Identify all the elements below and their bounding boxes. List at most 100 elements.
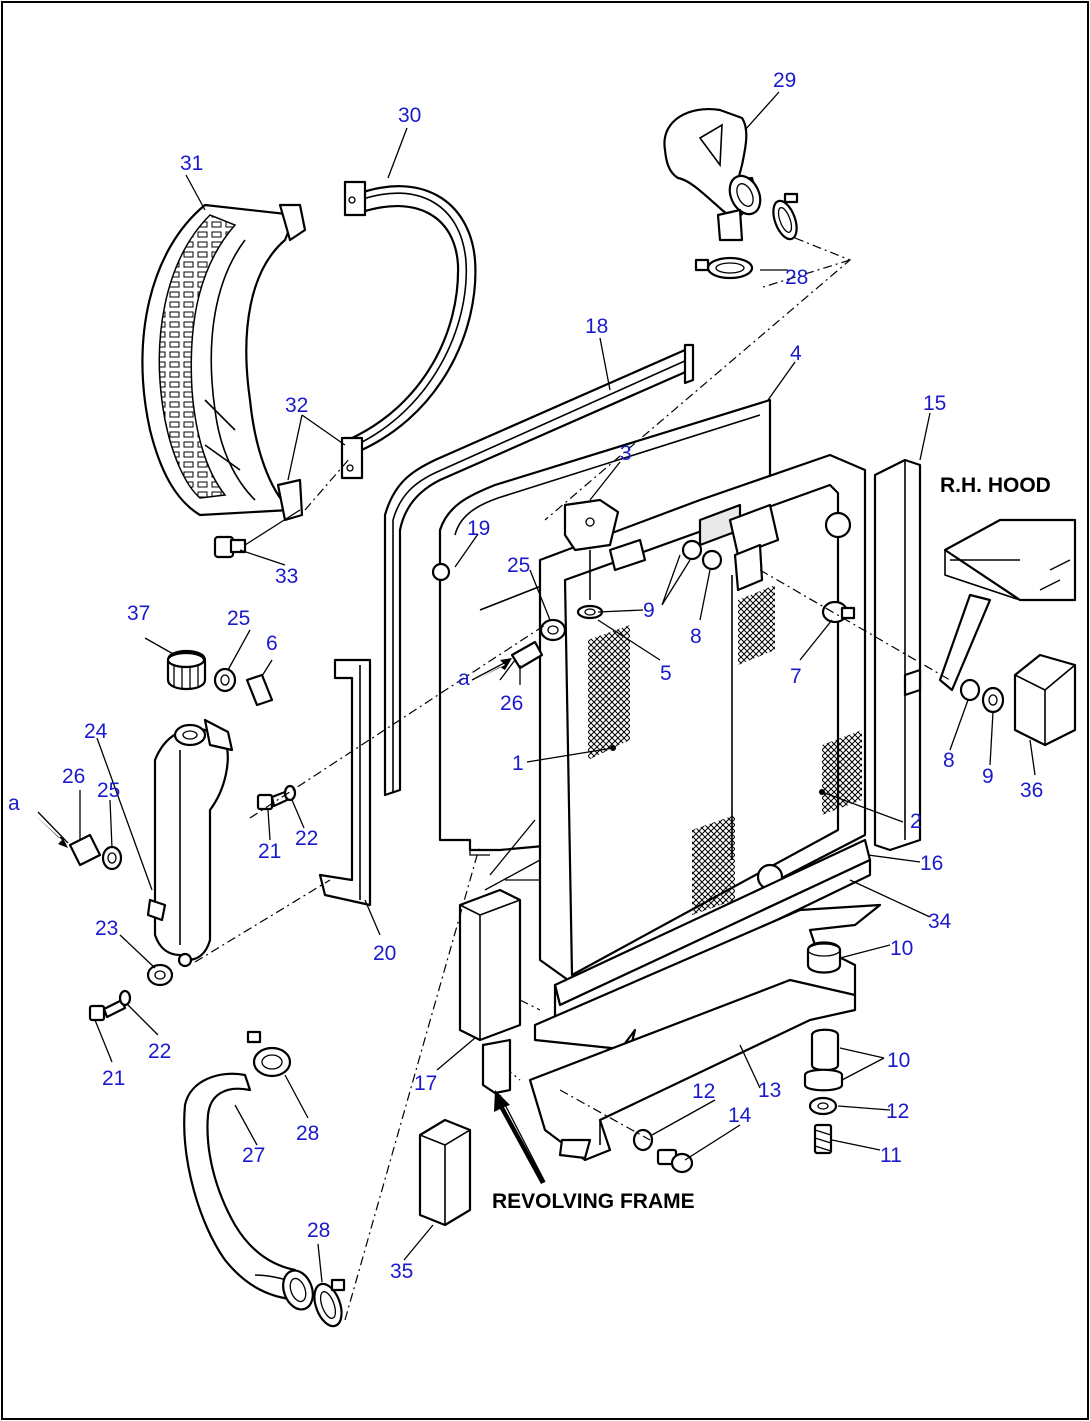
- callout-2: 2: [910, 810, 922, 833]
- callout-16: 16: [920, 852, 943, 875]
- callout-28-middle: 28: [296, 1122, 319, 1145]
- cushion-10-lower: [803, 1028, 844, 1092]
- cushion-9-top: [681, 539, 703, 561]
- hose-clamp-28-middle: [246, 1030, 292, 1078]
- foam-block-17: [458, 888, 522, 1042]
- washer-8-right: [959, 678, 981, 702]
- washer-22-upper: [283, 784, 297, 802]
- callout-5: 5: [660, 662, 672, 685]
- bolt-14: [656, 1148, 694, 1174]
- callout-26-left: 26: [62, 765, 85, 788]
- upper-hose-29: [663, 107, 762, 242]
- callout-8-right: 8: [943, 749, 955, 772]
- callout-21-upper: 21: [258, 840, 281, 863]
- callout-3: 3: [620, 442, 632, 465]
- seal-block-36: [1013, 653, 1077, 747]
- callout-25-tank: 25: [227, 607, 250, 630]
- callout-4: 4: [790, 342, 802, 365]
- callout-a-radiator: a: [458, 667, 470, 690]
- assembly-lines: [194, 237, 951, 1321]
- rh-hood-bracket: [938, 518, 1077, 692]
- callout-17: 17: [414, 1072, 437, 1095]
- callout-15: 15: [923, 392, 946, 415]
- bolt-19: [431, 562, 451, 582]
- callout-12-right: 12: [886, 1100, 909, 1123]
- callout-35: 35: [390, 1260, 413, 1283]
- callout-28-top: 28: [785, 266, 808, 289]
- plug-25-top: [539, 618, 567, 642]
- lower-hose-27: [183, 1072, 314, 1311]
- callout-7: 7: [790, 665, 802, 688]
- callout-12-left: 12: [692, 1080, 715, 1103]
- callout-9-top: 9: [643, 599, 655, 622]
- hose-6: [245, 673, 274, 707]
- cushion-9-right: [981, 686, 1005, 714]
- cushion-10-top: [806, 941, 842, 974]
- callout-33: 33: [275, 565, 298, 588]
- arrow-revolving-frame: [494, 1090, 545, 1184]
- callout-11: 11: [880, 1144, 902, 1167]
- callout-21-lower: 21: [102, 1067, 125, 1090]
- callout-23: 23: [95, 917, 118, 940]
- callout-10-lower: 10: [887, 1049, 910, 1072]
- callout-36: 36: [1020, 779, 1043, 802]
- vertical-seal-15: [873, 458, 922, 852]
- radiator-frame-2: [538, 453, 867, 987]
- clamp-25-tank-top: [213, 667, 237, 693]
- foam-block-35: [418, 1118, 472, 1227]
- callout-labels: 1 2 3 4 5 6 7 8 8 9 9 10 10 11 12 12 13 …: [8, 69, 1043, 1283]
- callout-20: 20: [373, 942, 396, 965]
- callout-28-bottom: 28: [307, 1219, 330, 1242]
- callout-32: 32: [285, 394, 308, 417]
- revolving-frame-caption: REVOLVING FRAME: [492, 1190, 695, 1213]
- callout-37: 37: [127, 602, 150, 625]
- washer-12-left: [632, 1128, 654, 1152]
- mount-bracket-13: [528, 978, 857, 1162]
- callout-6: 6: [266, 632, 278, 655]
- washer-22-lower: [118, 989, 132, 1007]
- washer-8-top: [701, 549, 723, 571]
- callout-22-upper: 22: [295, 827, 318, 850]
- callout-13: 13: [758, 1079, 781, 1102]
- callout-25-radiator: 25: [507, 554, 530, 577]
- leader-lines: [37, 91, 1036, 1283]
- callout-8-top: 8: [690, 625, 702, 648]
- callout-14: 14: [728, 1104, 752, 1127]
- clip-23: [146, 963, 174, 987]
- arrow-a-left: [35, 815, 68, 848]
- hose-clamp-28-bottom: [313, 1278, 346, 1328]
- callout-29: 29: [773, 69, 796, 92]
- reservoir-tank-24: [146, 718, 234, 968]
- callout-9-right: 9: [982, 765, 994, 788]
- callout-25-left: 25: [97, 779, 120, 802]
- hose-26-top: [510, 640, 544, 670]
- washer-12-right: [808, 1096, 838, 1116]
- callout-24: 24: [84, 720, 108, 743]
- tank-cap-37: [166, 649, 207, 691]
- callout-30: 30: [398, 104, 421, 127]
- shroud-ring-30: [340, 180, 477, 480]
- callout-27: 27: [242, 1144, 265, 1167]
- clamp-25-left: [101, 845, 123, 871]
- filler-bracket-3: [563, 498, 620, 600]
- bolt-11: [813, 1123, 833, 1155]
- hose-26-left: [68, 833, 102, 867]
- callout-1: 1: [512, 752, 524, 775]
- arrow-a-right: [480, 658, 512, 678]
- hose-clamp-28-top: [694, 192, 799, 280]
- bolt-21-lower: [88, 998, 127, 1022]
- bracket-20: [318, 658, 372, 907]
- callout-10-top: 10: [890, 937, 913, 960]
- fan-guard-ring-31: [141, 203, 307, 522]
- callout-a-left: a: [8, 792, 20, 815]
- stay-7: [821, 600, 856, 624]
- callout-31: 31: [180, 152, 203, 175]
- callout-19: 19: [467, 517, 490, 540]
- seal-strip-18: [383, 343, 695, 797]
- callout-26-radiator: 26: [500, 692, 523, 715]
- bolt-33: [213, 509, 301, 559]
- callout-34: 34: [928, 910, 952, 933]
- rh-hood-caption: R.H. HOOD: [940, 474, 1051, 497]
